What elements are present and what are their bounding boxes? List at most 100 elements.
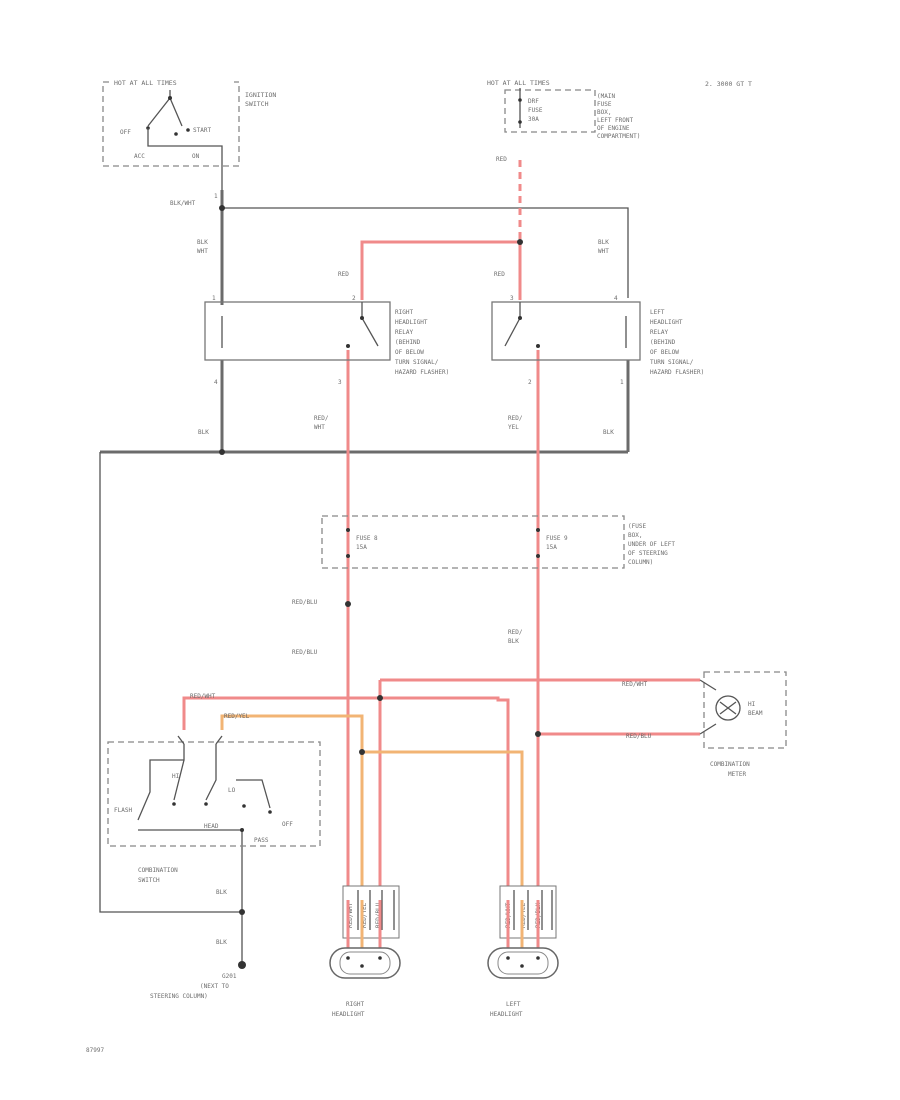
svg-text:BOX,: BOX,: [628, 532, 642, 539]
svg-text:4: 4: [214, 379, 218, 386]
svg-text:BOX,: BOX,: [597, 109, 611, 116]
wire-label-red-top: RED: [496, 156, 507, 163]
main-fuse: HOT AT ALL TIMES DRF FUSE 30A (MAIN FUSE…: [487, 76, 640, 163]
svg-text:RED/BLU: RED/BLU: [292, 599, 318, 606]
svg-text:HEADLIGHT: HEADLIGHT: [395, 319, 428, 326]
svg-text:TURN SIGNAL/: TURN SIGNAL/: [650, 359, 694, 366]
svg-text:RED/: RED/: [508, 415, 523, 422]
ignition-name-line: SWITCH: [245, 100, 269, 108]
svg-text:WHT: WHT: [314, 424, 325, 431]
svg-text:TURN SIGNAL/: TURN SIGNAL/: [395, 359, 439, 366]
svg-text:OF BELOW: OF BELOW: [395, 349, 424, 356]
svg-text:COMBINATION: COMBINATION: [138, 867, 178, 874]
ignition-switch-outline: [102, 81, 240, 167]
svg-text:METER: METER: [728, 771, 746, 778]
svg-text:LO: LO: [228, 787, 236, 794]
svg-text:RED/WHT: RED/WHT: [190, 693, 216, 700]
svg-text:BLK: BLK: [197, 239, 208, 246]
svg-text:LEFT: LEFT: [650, 309, 665, 316]
svg-text:(MAIN: (MAIN: [597, 93, 615, 100]
svg-text:OF STEERING: OF STEERING: [628, 550, 668, 557]
svg-text:(BEHIND: (BEHIND: [395, 339, 421, 346]
svg-text:RED/: RED/: [508, 629, 523, 636]
svg-text:HI: HI: [172, 773, 180, 780]
svg-text:BLK: BLK: [603, 429, 614, 436]
svg-text:3: 3: [510, 295, 514, 302]
svg-text:RED: RED: [338, 271, 349, 278]
fuse-hot-label: HOT AT ALL TIMES: [487, 79, 550, 87]
ignition-switch: HOT AT ALL TIMES IGNITION SWITCH OFF STA…: [102, 76, 276, 200]
left-headlight-relay: 3 4 2 1 LEFT HEADLIGHT RELAY (BEHIND OF …: [491, 295, 704, 386]
svg-text:RED/: RED/: [314, 415, 329, 422]
svg-text:COLUMN): COLUMN): [628, 559, 653, 566]
svg-text:FLASH: FLASH: [114, 807, 132, 814]
ignition-on-label: ON: [192, 153, 200, 160]
svg-text:WHT: WHT: [598, 248, 609, 255]
svg-text:RED/YEL: RED/YEL: [224, 713, 250, 720]
svg-text:RIGHT: RIGHT: [395, 309, 413, 316]
ignition-output: [147, 128, 223, 192]
svg-text:2: 2: [352, 295, 356, 302]
svg-text:FUSE 9: FUSE 9: [546, 535, 568, 542]
svg-text:YEL: YEL: [508, 424, 519, 431]
svg-text:RED/WHT: RED/WHT: [347, 902, 354, 928]
svg-text:15A: 15A: [546, 544, 557, 551]
svg-text:RED/WHT: RED/WHT: [622, 681, 648, 688]
svg-text:UNDER OF LEFT: UNDER OF LEFT: [628, 541, 675, 548]
wire-label: BLK/WHT: [170, 200, 196, 207]
svg-text:30A: 30A: [528, 116, 539, 123]
ignition-contacts: [147, 90, 183, 127]
ground-wiring: BLK/WHT BLK WHT BLK WHT BLK BLK BLK BLK: [99, 190, 630, 969]
ignition-hot-label: HOT AT ALL TIMES: [114, 79, 177, 87]
combination-meter: HI BEAM COMBINATION METER: [699, 671, 787, 778]
svg-text:HEADLIGHT: HEADLIGHT: [490, 1011, 523, 1018]
svg-text:RED: RED: [494, 271, 505, 278]
power-wiring: RED RED RED/ WHT RED/ YEL RED/BLU RED/BL…: [182, 160, 700, 900]
svg-text:RIGHT: RIGHT: [346, 1001, 364, 1008]
svg-text:HEAD: HEAD: [204, 823, 219, 830]
svg-text:RED/BLU: RED/BLU: [626, 733, 652, 740]
svg-text:1: 1: [212, 295, 216, 302]
hi-beam-indicator-icon: [715, 695, 741, 721]
svg-text:OF ENGINE: OF ENGINE: [597, 125, 630, 132]
svg-text:FUSE: FUSE: [528, 107, 543, 114]
svg-text:15A: 15A: [356, 544, 367, 551]
svg-text:COMBINATION: COMBINATION: [710, 761, 750, 768]
svg-text:RELAY: RELAY: [650, 329, 668, 336]
svg-text:2: 2: [528, 379, 532, 386]
figure-id: 87997: [86, 1047, 104, 1054]
svg-text:1: 1: [620, 379, 624, 386]
diagram-model-note: 2. 3000 GT T: [705, 80, 752, 88]
svg-text:STEERING COLUMN): STEERING COLUMN): [150, 993, 208, 1000]
svg-text:HAZARD FLASHER): HAZARD FLASHER): [395, 369, 449, 376]
svg-text:4: 4: [614, 295, 618, 302]
svg-text:1: 1: [214, 193, 218, 200]
svg-text:WHT: WHT: [197, 248, 208, 255]
right-headlight: RED/WHT RED/YEL RED/BLU RIGHT HEADLIGHT: [329, 885, 401, 1018]
svg-text:HAZARD FLASHER): HAZARD FLASHER): [650, 369, 704, 376]
svg-text:G201: G201: [222, 973, 237, 980]
right-headlight-relay: 1 2 4 3 RIGHT HEADLIGHT RELAY (BEHIND OF…: [204, 295, 449, 386]
svg-text:BLK: BLK: [508, 638, 519, 645]
svg-text:HI: HI: [748, 701, 756, 708]
svg-text:(FUSE: (FUSE: [628, 523, 646, 530]
svg-text:BEAM: BEAM: [748, 710, 763, 717]
ignition-start-label: START: [193, 127, 211, 134]
ignition-off-label: OFF: [120, 129, 131, 136]
svg-text:3: 3: [338, 379, 342, 386]
svg-text:LEFT: LEFT: [506, 1001, 521, 1008]
svg-text:DRF: DRF: [528, 98, 539, 105]
low-beam-wiring: RED/YEL: [220, 713, 524, 900]
svg-text:SWITCH: SWITCH: [138, 877, 160, 884]
svg-text:RELAY: RELAY: [395, 329, 413, 336]
fuse-box: FUSE 8 15A FUSE 9 15A (FUSE BOX, UNDER O…: [321, 515, 675, 569]
svg-text:FUSE 8: FUSE 8: [356, 535, 378, 542]
svg-text:BLK: BLK: [198, 429, 209, 436]
ignition-name-line: IGNITION: [245, 91, 276, 99]
svg-text:(BEHIND: (BEHIND: [650, 339, 676, 346]
svg-text:PASS: PASS: [254, 837, 269, 844]
svg-text:BLK: BLK: [216, 889, 227, 896]
ground-point: G201 (NEXT TO STEERING COLUMN): [150, 973, 237, 1000]
svg-text:BLK: BLK: [598, 239, 609, 246]
